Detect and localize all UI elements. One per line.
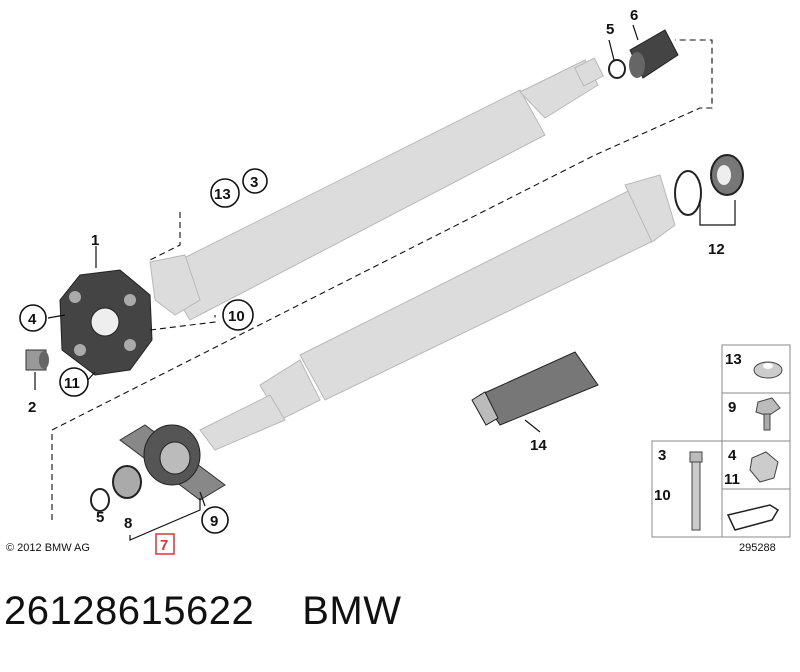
bushing: [25, 349, 49, 371]
collar-bolt-icon: [755, 397, 781, 417]
callout-1: 1: [91, 232, 99, 249]
part-number: 26128615622: [4, 589, 255, 633]
callout-5-top: 5: [606, 21, 614, 38]
flex-disc: [59, 269, 153, 376]
front-drive-shaft: [199, 174, 676, 451]
circlip-lower: [90, 488, 110, 512]
bolt-direction-icon: [726, 504, 780, 531]
legend-10: 10: [654, 487, 671, 504]
highlight-box: [155, 533, 175, 555]
circlip-upper: [608, 59, 626, 79]
callout-6: 6: [630, 7, 638, 24]
legend-11: 11: [724, 471, 740, 488]
legend-9: 9: [728, 399, 736, 416]
hex-bolt-icon: [689, 451, 703, 463]
centre-bearing: [119, 424, 226, 501]
callout-12: 12: [708, 241, 725, 258]
protective-boot: [629, 29, 679, 79]
o-ring: [674, 170, 702, 216]
hex-nut-icon: [749, 451, 779, 483]
callout-11: 11: [64, 375, 80, 392]
exploded-parts-diagram: 1 2 3 4 5 5 6 7 8 9 10 11 12 13 14 13 9 …: [19, 7, 791, 555]
callout-10: 10: [228, 308, 245, 325]
callout-14: 14: [530, 437, 547, 454]
part-caption: 26128615622 BMW: [4, 589, 401, 634]
washer-icon: [753, 361, 783, 379]
callout-13: 13: [214, 186, 231, 203]
callout-7: 7: [160, 537, 168, 554]
callout-8: 8: [124, 515, 132, 532]
grooved-ball-bearing: [112, 465, 142, 499]
callout-4: 4: [28, 311, 37, 328]
brand-name: BMW: [302, 589, 402, 633]
callout-2: 2: [28, 399, 36, 416]
rear-drive-shaft: [149, 57, 605, 321]
legend-4: 4: [728, 447, 737, 464]
legend-3: 3: [658, 447, 666, 464]
grease-tube: [471, 351, 599, 426]
fastener-legend: 13 9 4 11 3 10: [651, 344, 791, 538]
callout-5-bottom: 5: [96, 509, 104, 526]
callout-3: 3: [250, 174, 258, 191]
diagram-reference-number: 295288: [739, 542, 776, 554]
legend-13: 13: [725, 351, 742, 368]
callout-9: 9: [210, 513, 218, 530]
sealing-ring: [710, 154, 744, 196]
copyright-notice: © 2012 BMW AG: [6, 542, 90, 554]
